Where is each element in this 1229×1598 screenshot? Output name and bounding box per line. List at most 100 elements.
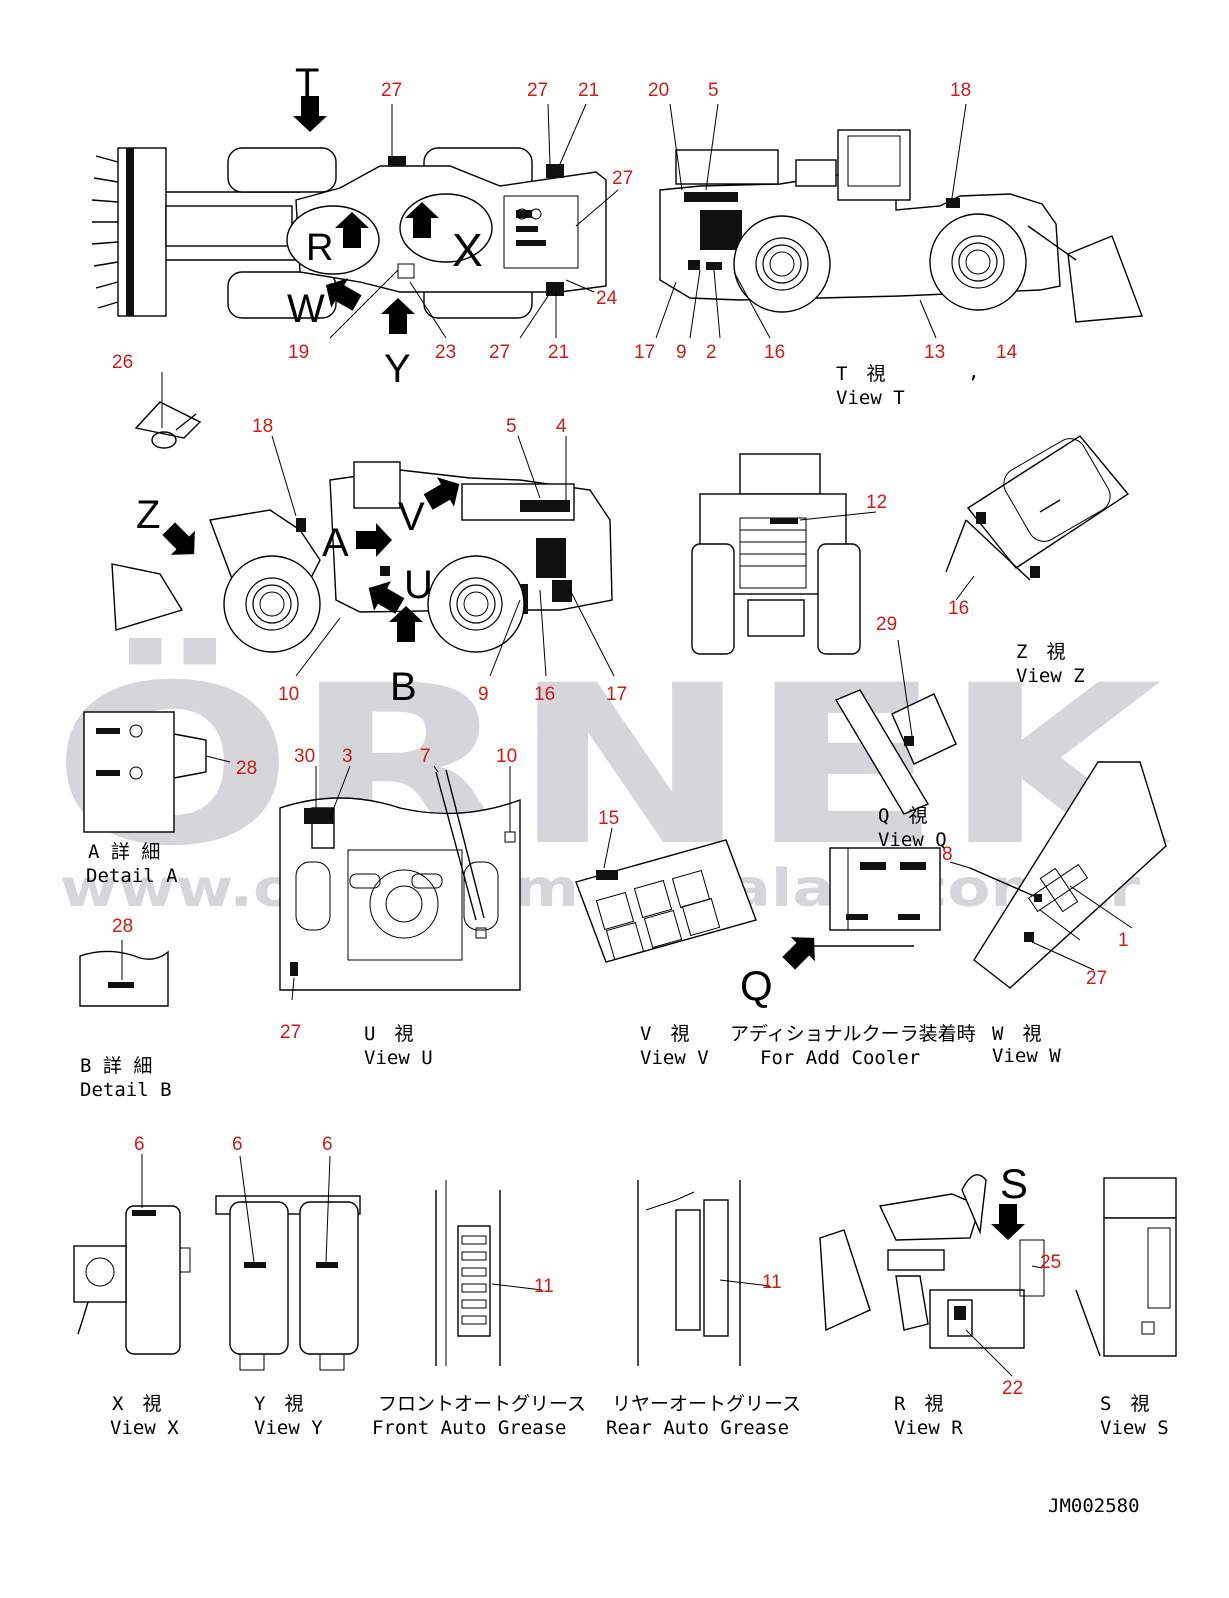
view-letter-x: X <box>452 224 483 276</box>
view-letter-b: B <box>390 665 417 709</box>
view-letter-t: T <box>295 61 319 105</box>
caption-view-r-en: View R <box>894 1417 963 1439</box>
callout-22: 22 <box>1002 1378 1023 1399</box>
caption-detail-b-en: Detail B <box>80 1079 172 1101</box>
callout-4: 4 <box>556 416 567 437</box>
callout-16: 16 <box>764 342 785 363</box>
watermark-brand: ÖRNEK <box>52 638 1172 894</box>
view-s-drawing <box>1075 1177 1177 1357</box>
view-letter-s: S <box>1000 1160 1028 1207</box>
caption-view-z-jp: Z 視 <box>1016 641 1065 663</box>
callout-28: 28 <box>112 916 133 937</box>
caption-rear-grease-en: Rear Auto Grease <box>606 1417 789 1439</box>
callout-27: 27 <box>489 342 510 363</box>
callout-5: 5 <box>708 80 719 101</box>
view-x-drawing <box>73 1154 191 1355</box>
callout-27: 27 <box>1086 968 1107 989</box>
add-cooler-drawing <box>776 847 941 976</box>
front-auto-grease-drawing <box>435 1180 543 1366</box>
callout-6: 6 <box>322 1134 333 1155</box>
callout-1: 1 <box>1118 930 1129 951</box>
callout-15: 15 <box>598 808 619 829</box>
callout-18: 18 <box>252 416 273 437</box>
view-v-drawing <box>575 827 757 963</box>
callout-2: 2 <box>706 342 717 363</box>
callout-6: 6 <box>134 1134 145 1155</box>
detail-a-drawing <box>83 711 231 833</box>
callout-5: 5 <box>506 416 517 437</box>
callout-29: 29 <box>876 614 897 635</box>
caption-view-x-en: View X <box>110 1417 179 1439</box>
callout-9: 9 <box>676 342 687 363</box>
rear-auto-grease-drawing <box>637 1180 771 1366</box>
callout-11: 11 <box>534 1276 554 1297</box>
callout-27: 27 <box>527 80 548 101</box>
caption-view-u-jp: U 視 <box>364 1023 413 1045</box>
callout-6: 6 <box>232 1134 243 1155</box>
callout-9: 9 <box>478 684 489 705</box>
caption-add-cooler-en: For Add Cooler <box>760 1047 920 1069</box>
caption-view-w-en: View W <box>992 1045 1061 1067</box>
view-letter-r: R <box>306 227 333 269</box>
callout-16: 16 <box>534 684 555 705</box>
loader-side-view-t <box>655 103 1143 339</box>
view-r-drawing <box>819 1174 1045 1377</box>
caption-view-s-en: View S <box>1100 1417 1169 1439</box>
caption-view-r-jp: R 視 <box>894 1393 943 1415</box>
callout-17: 17 <box>606 684 627 705</box>
detail-b-drawing <box>79 940 169 1007</box>
callout-26: 26 <box>112 352 133 373</box>
view-letter-y: Y <box>384 347 411 391</box>
callout-13: 13 <box>924 342 945 363</box>
caption-rear-grease-jp: リヤーオートグリース <box>612 1393 801 1415</box>
callout-12: 12 <box>866 492 887 513</box>
callout-3: 3 <box>342 746 353 767</box>
view-q-drawing <box>834 639 957 815</box>
caption-view-y-jp: Y 視 <box>254 1393 303 1415</box>
caption-front-grease-jp: フロントオートグリース <box>378 1393 586 1415</box>
view-u-drawing <box>279 765 521 1001</box>
caption-view-y-en: View Y <box>254 1417 323 1439</box>
callout-27: 27 <box>280 1022 301 1043</box>
callout-27: 27 <box>612 168 633 189</box>
caption-detail-b-jp: B 詳 細 <box>80 1055 152 1077</box>
callout-8: 8 <box>942 844 953 865</box>
callout-27: 27 <box>381 80 402 101</box>
view-w-drawing <box>949 761 1167 989</box>
caption-detail-a-jp: A 詳 細 <box>88 841 160 863</box>
callout-14: 14 <box>996 342 1018 363</box>
comma: , <box>968 361 979 383</box>
caption-view-u-en: View U <box>364 1047 433 1069</box>
caption-detail-a-en: Detail A <box>86 865 178 887</box>
view-letter-w: W <box>287 287 325 331</box>
callout-20: 20 <box>648 80 669 101</box>
drawing-id: JM002580 <box>1048 1495 1140 1517</box>
view-letter-z: Z <box>136 493 160 537</box>
view-letter-u: U <box>404 563 433 607</box>
loader-rear-view <box>691 453 877 655</box>
view-y-drawing <box>215 1155 361 1371</box>
view-letter-q: Q <box>740 962 773 1009</box>
callout-23: 23 <box>435 342 456 363</box>
callout-25: 25 <box>1040 1252 1061 1273</box>
callout-10: 10 <box>496 746 517 767</box>
caption-view-t-en: View T <box>836 387 905 409</box>
callout-30: 30 <box>294 746 315 767</box>
callout-21: 21 <box>548 342 569 363</box>
caption-front-grease-en: Front Auto Grease <box>372 1417 566 1439</box>
callout-28: 28 <box>236 758 257 779</box>
view-letter-a: A <box>322 521 349 565</box>
view-z-drawing <box>945 435 1130 601</box>
caption-view-v-jp: V 視 <box>640 1023 689 1045</box>
callout-19: 19 <box>288 342 309 363</box>
caption-view-z-en: View Z <box>1016 665 1085 687</box>
caption-add-cooler-jp: アディショナルクーラ装着時 <box>730 1023 976 1045</box>
loader-top-view <box>91 96 619 339</box>
callout-11: 11 <box>762 1272 782 1293</box>
caption-view-x-jp: X 視 <box>112 1393 161 1415</box>
caption-view-q-jp: Q 視 <box>878 805 927 827</box>
callout-17: 17 <box>634 342 655 363</box>
caption-view-q-en: View Q <box>878 829 947 851</box>
callout-24: 24 <box>596 288 618 309</box>
